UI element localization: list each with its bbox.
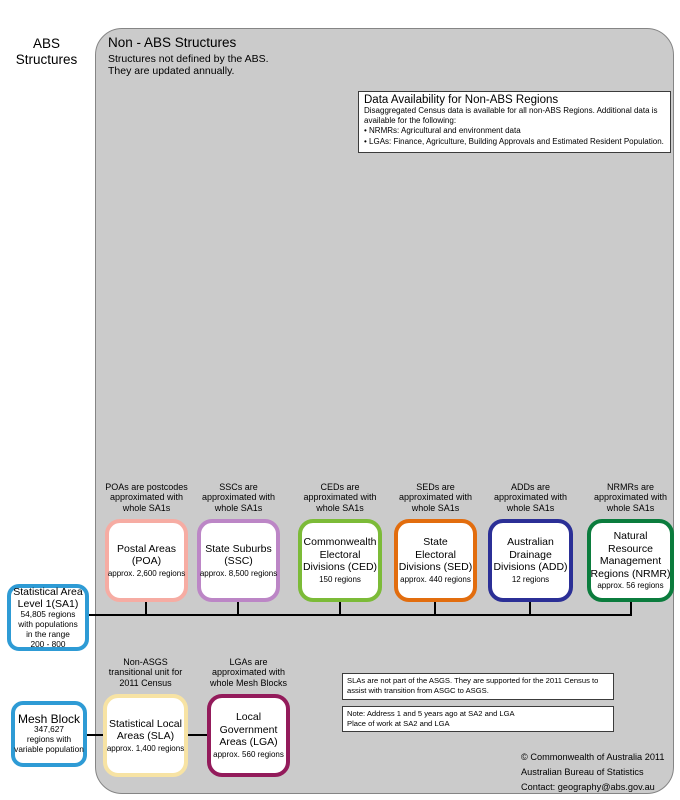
sa1-title: Statistical Area Level 1(SA1) [13,585,83,610]
ssc-caption: SSCs are approximated with whole SA1s [201,481,276,513]
copyright-text: © Commonwealth of Australia 2011 Austral… [521,752,665,792]
sa1-detail: 54,805 regions with populations in the r… [18,609,78,649]
abs-structures-label: ABS Structures [15,36,78,67]
ced-caption: CEDs are approximated with whole SA1s [303,481,377,513]
sla-box: Statistical Local Areas (SLA) approx. 1,… [103,694,188,777]
poa-box: Postal Areas (POA) approx. 2,600 regions [105,519,188,602]
nrmr-connector [630,602,632,615]
add-box: Australian Drainage Divisions (ADD) 12 r… [488,519,573,602]
data-availability-box: Data Availability for Non-ABS Regions Di… [358,91,671,153]
ssc-connector [237,602,239,615]
sed-caption: SEDs are approximated with whole SA1s [398,481,473,513]
column-ced: CEDs are approximated with whole SA1s Co… [298,480,382,602]
lga-detail: approx. 560 regions [213,749,284,759]
sla-caption: Non-ASGS transitional unit for 2011 Cens… [108,656,183,688]
ssc-detail: approx. 8,500 regions [199,568,278,578]
address-note-box: Note: Address 1 and 5 years ago at SA2 a… [342,706,614,732]
sla-detail: approx. 1,400 regions [106,743,185,753]
poa-connector [145,602,147,615]
ced-detail: 150 regions [319,574,361,584]
meshblock-sla-connector [87,734,103,736]
column-nrmr: NRMRs are approximated with whole SA1s N… [587,480,674,602]
ced-connector [339,602,341,615]
nrmr-box: Natural Resource Management Regions (NRM… [587,519,674,602]
mesh-block-title: Mesh Block [17,712,81,727]
panel-subtitle: Structures not defined by the ABS. They … [108,53,269,77]
mesh-block-detail: 347,627 regions with variable population [14,724,84,755]
lga-box: Local Government Areas (LGA) approx. 560… [207,694,290,777]
add-connector [529,602,531,615]
ssc-box: State Suburbs (SSC) approx. 8,500 region… [197,519,280,602]
poa-detail: approx. 2,600 regions [107,568,186,578]
sla-title: Statistical Local Areas (SLA) [109,717,182,743]
add-caption: ADDs are approximated with whole SA1s [493,481,568,513]
column-sed: SEDs are approximated with whole SA1s St… [394,480,477,602]
data-availability-title: Data Availability for Non-ABS Regions [364,94,559,106]
sla-note-box: SLAs are not part of the ASGS. They are … [342,673,614,700]
column-poa: POAs are postcodes approximated with who… [105,480,188,602]
poa-title: Postal Areas (POA) [117,542,176,568]
non-abs-panel [95,28,674,794]
ced-title: Commonwealth Electoral Divisions (CED) [302,536,378,574]
mesh-block-box: Mesh Block 347,627 regions with variable… [11,701,87,767]
nrmr-caption: NRMRs are approximated with whole SA1s [593,481,668,513]
sa1-box: Statistical Area Level 1(SA1) 54,805 reg… [7,584,89,651]
data-availability-body: Disaggregated Census data is available f… [364,106,664,146]
nrmr-title: Natural Resource Management Regions (NRM… [590,530,671,580]
sed-detail: approx. 440 regions [400,574,471,584]
lga-title: Local Government Areas (LGA) [219,711,278,749]
sa1-horizontal-connector [89,614,632,616]
add-detail: 12 regions [511,574,550,584]
column-add: ADDs are approximated with whole SA1s Au… [488,480,573,602]
sla-lga-connector [188,734,207,736]
panel-title: Non - ABS Structures [108,35,237,50]
sed-box: State Electoral Divisions (SED) approx. … [394,519,477,602]
ssc-title: State Suburbs (SSC) [205,542,272,568]
sed-connector [434,602,436,615]
poa-caption: POAs are postcodes approximated with who… [105,481,188,513]
sed-title: State Electoral Divisions (SED) [398,536,473,574]
add-title: Australian Drainage Divisions (ADD) [493,536,568,574]
nrmr-detail: approx. 56 regions [597,581,664,590]
ced-box: Commonwealth Electoral Divisions (CED) 1… [298,519,382,602]
column-ssc: SSCs are approximated with whole SA1s St… [197,480,280,602]
lga-caption: LGAs are approximated with whole Mesh Bl… [209,656,288,688]
